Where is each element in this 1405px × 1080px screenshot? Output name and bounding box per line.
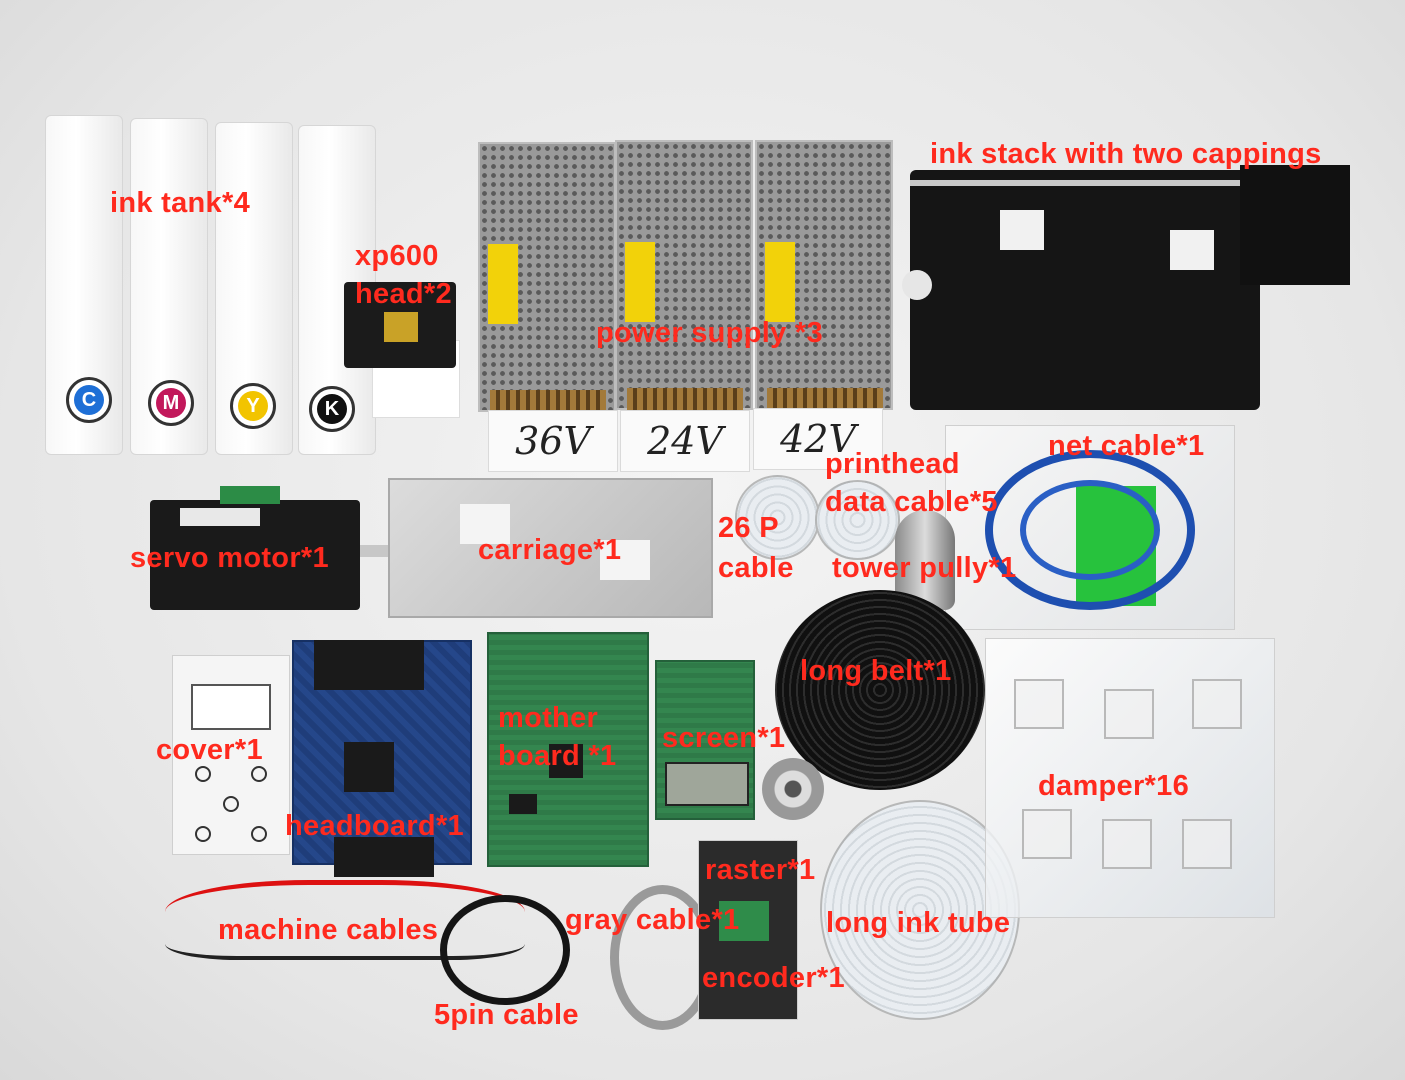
power-supply-42v [755, 140, 893, 410]
ink-stack-bracket [1240, 165, 1350, 285]
label-5pin-cable: 5pin cable [434, 999, 579, 1031]
power-supply-36v [478, 142, 616, 412]
net-cable-inner [1020, 480, 1160, 580]
label-mother-line1: mother [498, 702, 599, 734]
label-ink-tank: ink tank*4 [110, 187, 250, 219]
cap-k-letter: K [317, 394, 347, 424]
power-supply-24v [615, 140, 753, 410]
psu-box-42v: 42V [753, 408, 883, 470]
label-26p-line1: 26 P [718, 512, 779, 544]
label-machine-cables: machine cables [218, 914, 439, 946]
label-xp600-line2: head*2 [355, 278, 452, 310]
cap-c-letter: C [74, 385, 104, 415]
cap-c: C [66, 377, 112, 423]
machine-cables [165, 880, 525, 960]
damper-bags [985, 638, 1275, 918]
label-screen: screen*1 [662, 722, 786, 754]
servo-shaft [360, 545, 390, 557]
label-long-belt: long belt*1 [800, 655, 952, 687]
cap-k: K [309, 386, 355, 432]
5pin-cable-coil [440, 895, 570, 1005]
label-servo-motor: servo motor*1 [130, 542, 329, 574]
raster-encoder-bag [698, 840, 798, 1020]
cap-m-letter: M [156, 388, 186, 418]
cap-m: M [148, 380, 194, 426]
psu-box-24v: 24V [620, 410, 750, 472]
label-ink-stack: ink stack with two cappings [930, 138, 1322, 170]
ink-stack [902, 170, 1260, 410]
label-26p-line2: cable [718, 552, 794, 584]
cable-26p-roll-b [815, 480, 900, 560]
label-power-supply: power supply *3 [596, 317, 823, 349]
label-damper: damper*16 [1038, 770, 1189, 802]
label-carriage: carriage*1 [478, 534, 622, 566]
net-cable [985, 450, 1195, 610]
cap-y: Y [230, 383, 276, 429]
label-xp600-line1: xp600 [355, 240, 439, 272]
label-gray-cable: gray cable*1 [565, 904, 740, 936]
label-long-ink-tube: long ink tube [826, 907, 1011, 939]
servo-motor [150, 486, 360, 610]
carriage [388, 478, 713, 618]
cover-panel [172, 655, 290, 855]
small-pulley [762, 758, 824, 820]
label-raster: raster*1 [705, 854, 816, 886]
headboard [292, 640, 472, 877]
label-cover: cover*1 [156, 734, 263, 766]
screen-board [655, 660, 755, 820]
label-headboard: headboard*1 [285, 810, 464, 842]
psu-box-36v: 36V [488, 410, 618, 472]
label-mother-line2: board *1 [498, 740, 617, 772]
xp600-head [344, 282, 456, 368]
mother-board [487, 632, 649, 867]
label-printhead-line1: printhead [825, 448, 960, 480]
label-printhead-line2: data cable*5 [825, 486, 998, 518]
label-encoder: encoder*1 [702, 962, 845, 994]
label-net-cable: net cable*1 [1048, 430, 1205, 462]
ink-tank-y [215, 122, 293, 455]
label-tower-pully: tower pully*1 [832, 552, 1017, 584]
cap-y-letter: Y [238, 391, 268, 421]
long-belt [775, 590, 985, 790]
